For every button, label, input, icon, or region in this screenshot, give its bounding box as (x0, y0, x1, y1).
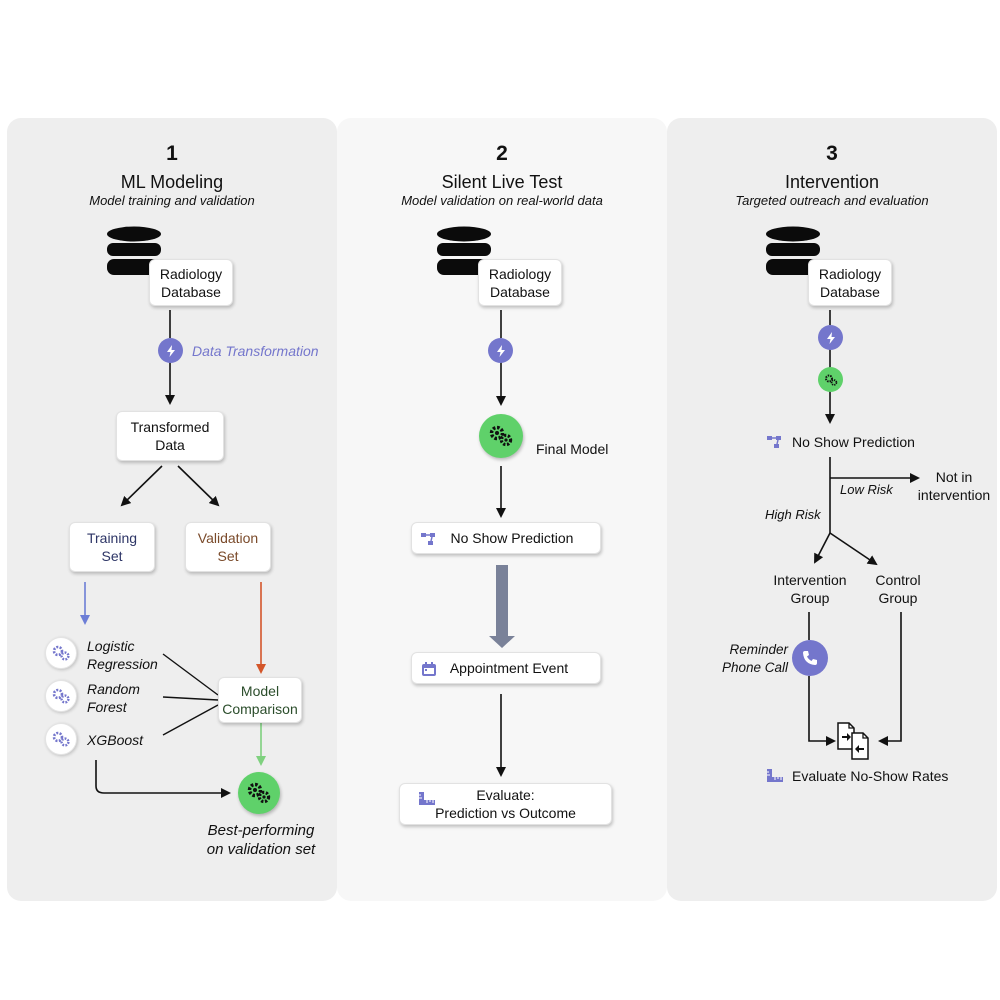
database-icon (437, 226, 491, 275)
bolt-icon (818, 325, 843, 350)
p1-xgb-to-best (95, 760, 231, 798)
model-rf-line2: Forest (87, 699, 127, 715)
database-icon (766, 226, 820, 275)
model-logistic-regression: Logistic Regression (87, 637, 158, 673)
evaluate-line2: Prediction vs Outcome (435, 805, 576, 821)
appointment-event-box: Appointment Event (411, 652, 601, 684)
panel3-title: Intervention (784, 172, 880, 192)
p1-data-to-validation (177, 465, 220, 507)
db-label-line1: Radiology (488, 265, 552, 282)
p1-lr-to-comparison (162, 653, 219, 696)
not-in-line2: intervention (917, 487, 991, 503)
best-line1: Best-performing (207, 822, 315, 839)
calendar-icon (422, 662, 436, 676)
model-comparison-box: Model Comparison (218, 677, 302, 723)
panel2-subtitle: Model validation on real-world data (401, 193, 603, 208)
p1-data-to-training (120, 465, 163, 507)
radiology-database-box: Radiology Database (808, 259, 892, 306)
p3-to-intervention (814, 532, 831, 564)
final-model-label: Final Model (536, 441, 609, 457)
transformed-data-box: Transformed Data (116, 411, 224, 461)
db-label-line2: Database (490, 283, 550, 300)
ruler-icon (419, 792, 435, 805)
not-in-line1: Not in (935, 469, 973, 485)
p3-prediction-label: No Show Prediction (792, 434, 915, 450)
panel3-subtitle: Targeted outreach and evaluation (735, 193, 929, 208)
p3-control-to-docs (878, 612, 902, 746)
bolt-icon (488, 338, 513, 363)
db-label-line2: Database (820, 283, 880, 300)
reminder-phone-call-label: Reminder Phone Call (708, 641, 788, 677)
flowchart-icon (767, 436, 781, 448)
panel-intervention (667, 118, 997, 901)
gears-icon (45, 723, 77, 755)
db-label-line1: Radiology (818, 265, 882, 282)
intervention-line2: Group (790, 590, 830, 606)
validation-line1: Validation (197, 530, 259, 546)
p1-xgb-to-comparison (162, 704, 219, 736)
low-risk-label: Low Risk (840, 482, 893, 497)
training-line1: Training (86, 530, 138, 546)
training-set-box: Training Set (69, 522, 155, 572)
reminder-line1: Reminder (729, 642, 788, 657)
p1-rf-to-comparison (162, 696, 219, 701)
panel2-number: 2 (496, 142, 508, 165)
db-label-line2: Database (161, 283, 221, 300)
gears-icon (45, 637, 77, 669)
intervention-group-label: Intervention Group (762, 571, 858, 607)
high-risk-label: High Risk (765, 507, 821, 522)
appointment-label: Appointment Event (449, 660, 569, 676)
ruler-icon (767, 769, 783, 782)
prediction-label: No Show Prediction (450, 530, 574, 546)
phone-icon (792, 640, 828, 676)
model-lr-line2: Regression (87, 656, 158, 672)
comparison-line2: Comparison (222, 701, 298, 717)
compare-documents-icon (837, 722, 869, 760)
validation-set-box: Validation Set (185, 522, 271, 572)
gears-icon (45, 680, 77, 712)
best-performing-label: Best-performing on validation set (168, 821, 354, 859)
db-label-line1: Radiology (159, 265, 223, 282)
control-group-label: Control Group (862, 571, 934, 607)
panel1-number: 1 (166, 142, 178, 165)
not-in-intervention-label: Not in intervention (913, 468, 995, 504)
gears-icon (479, 414, 523, 458)
p2-big-grey-arrow (489, 565, 515, 648)
best-line2: on validation set (206, 841, 316, 858)
gears-icon (238, 772, 280, 814)
panel1-subtitle: Model training and validation (89, 193, 255, 208)
p3-phone-to-docs (808, 676, 836, 746)
validation-line2: Set (217, 548, 239, 564)
panel3-number: 3 (826, 142, 838, 165)
evaluate-line1: Evaluate: (476, 787, 535, 803)
model-xgb-line1: XGBoost (87, 732, 144, 748)
comparison-line1: Model (240, 683, 280, 699)
bolt-icon (158, 338, 183, 363)
reminder-line2: Phone Call (721, 660, 788, 675)
data-transformation-label: Data Transformation (192, 343, 319, 359)
database-icon (107, 226, 161, 275)
evaluate-no-show-label: Evaluate No-Show Rates (792, 768, 949, 784)
panel1-title: ML Modeling (120, 172, 224, 192)
model-random-forest: Random Forest (87, 680, 140, 716)
model-rf-line1: Random (87, 681, 140, 697)
radiology-database-box: Radiology Database (149, 259, 233, 306)
model-lr-line1: Logistic (87, 638, 135, 654)
model-xgboost: XGBoost (87, 731, 143, 749)
flowchart-icon (421, 533, 435, 545)
control-line1: Control (875, 572, 921, 588)
panel2-title: Silent Live Test (441, 172, 563, 192)
control-line2: Group (878, 590, 918, 606)
training-line2: Set (101, 548, 123, 564)
radiology-database-box: Radiology Database (478, 259, 562, 306)
intervention-line1: Intervention (773, 572, 847, 588)
no-show-prediction-box: No Show Prediction (411, 522, 601, 554)
transformed-line2: Data (155, 437, 185, 453)
gears-icon (818, 367, 843, 392)
transformed-line1: Transformed (130, 419, 210, 435)
evaluate-prediction-box: Evaluate: Prediction vs Outcome (399, 783, 612, 825)
p3-to-control (829, 532, 878, 566)
panel-ml-modeling (7, 118, 337, 901)
